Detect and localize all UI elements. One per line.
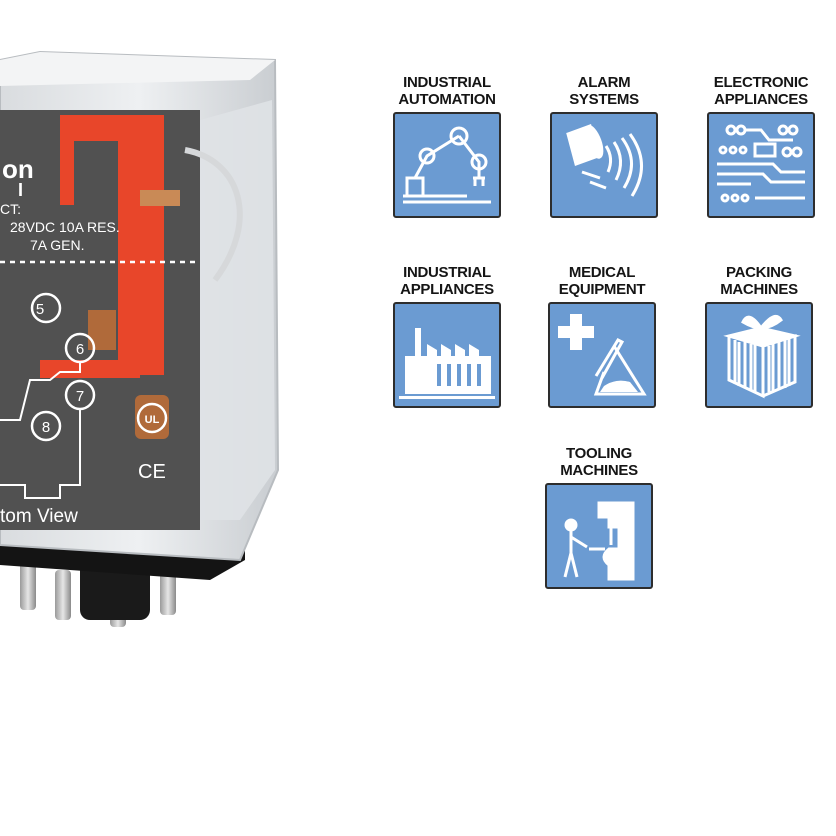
relay-pins: [20, 560, 176, 627]
red-actuator: [40, 115, 164, 378]
relay-view-label: tom View: [0, 506, 78, 527]
relay-rating-line1: 28VDC 10A RES.: [10, 219, 120, 235]
relay-brand-text: on: [2, 154, 34, 184]
relay-contact-heading: CT:: [0, 201, 21, 217]
circuit-board-icon: [707, 112, 815, 218]
relay-rating-line2: 7A GEN.: [30, 237, 84, 253]
relay-model-text: I: [18, 180, 23, 200]
relay-product-image: UL on I CT: 28VDC 10A RES. 7A GEN. 5 6 7…: [0, 50, 280, 627]
gift-box-icon: [705, 302, 813, 408]
relay-pin-6: 6: [76, 341, 84, 358]
relay-pin-7: 7: [76, 388, 84, 405]
factory-icon: [393, 302, 501, 408]
machine-operator-icon: [545, 483, 653, 589]
relay-pin-8: 8: [42, 419, 50, 436]
medical-cross-icon: [548, 302, 656, 408]
svg-text:UL: UL: [145, 414, 160, 426]
robot-arm-icon: [393, 112, 501, 218]
relay-pin-5: 5: [36, 301, 44, 318]
relay-ce-mark: CE: [138, 461, 166, 483]
siren-icon: [550, 112, 658, 218]
